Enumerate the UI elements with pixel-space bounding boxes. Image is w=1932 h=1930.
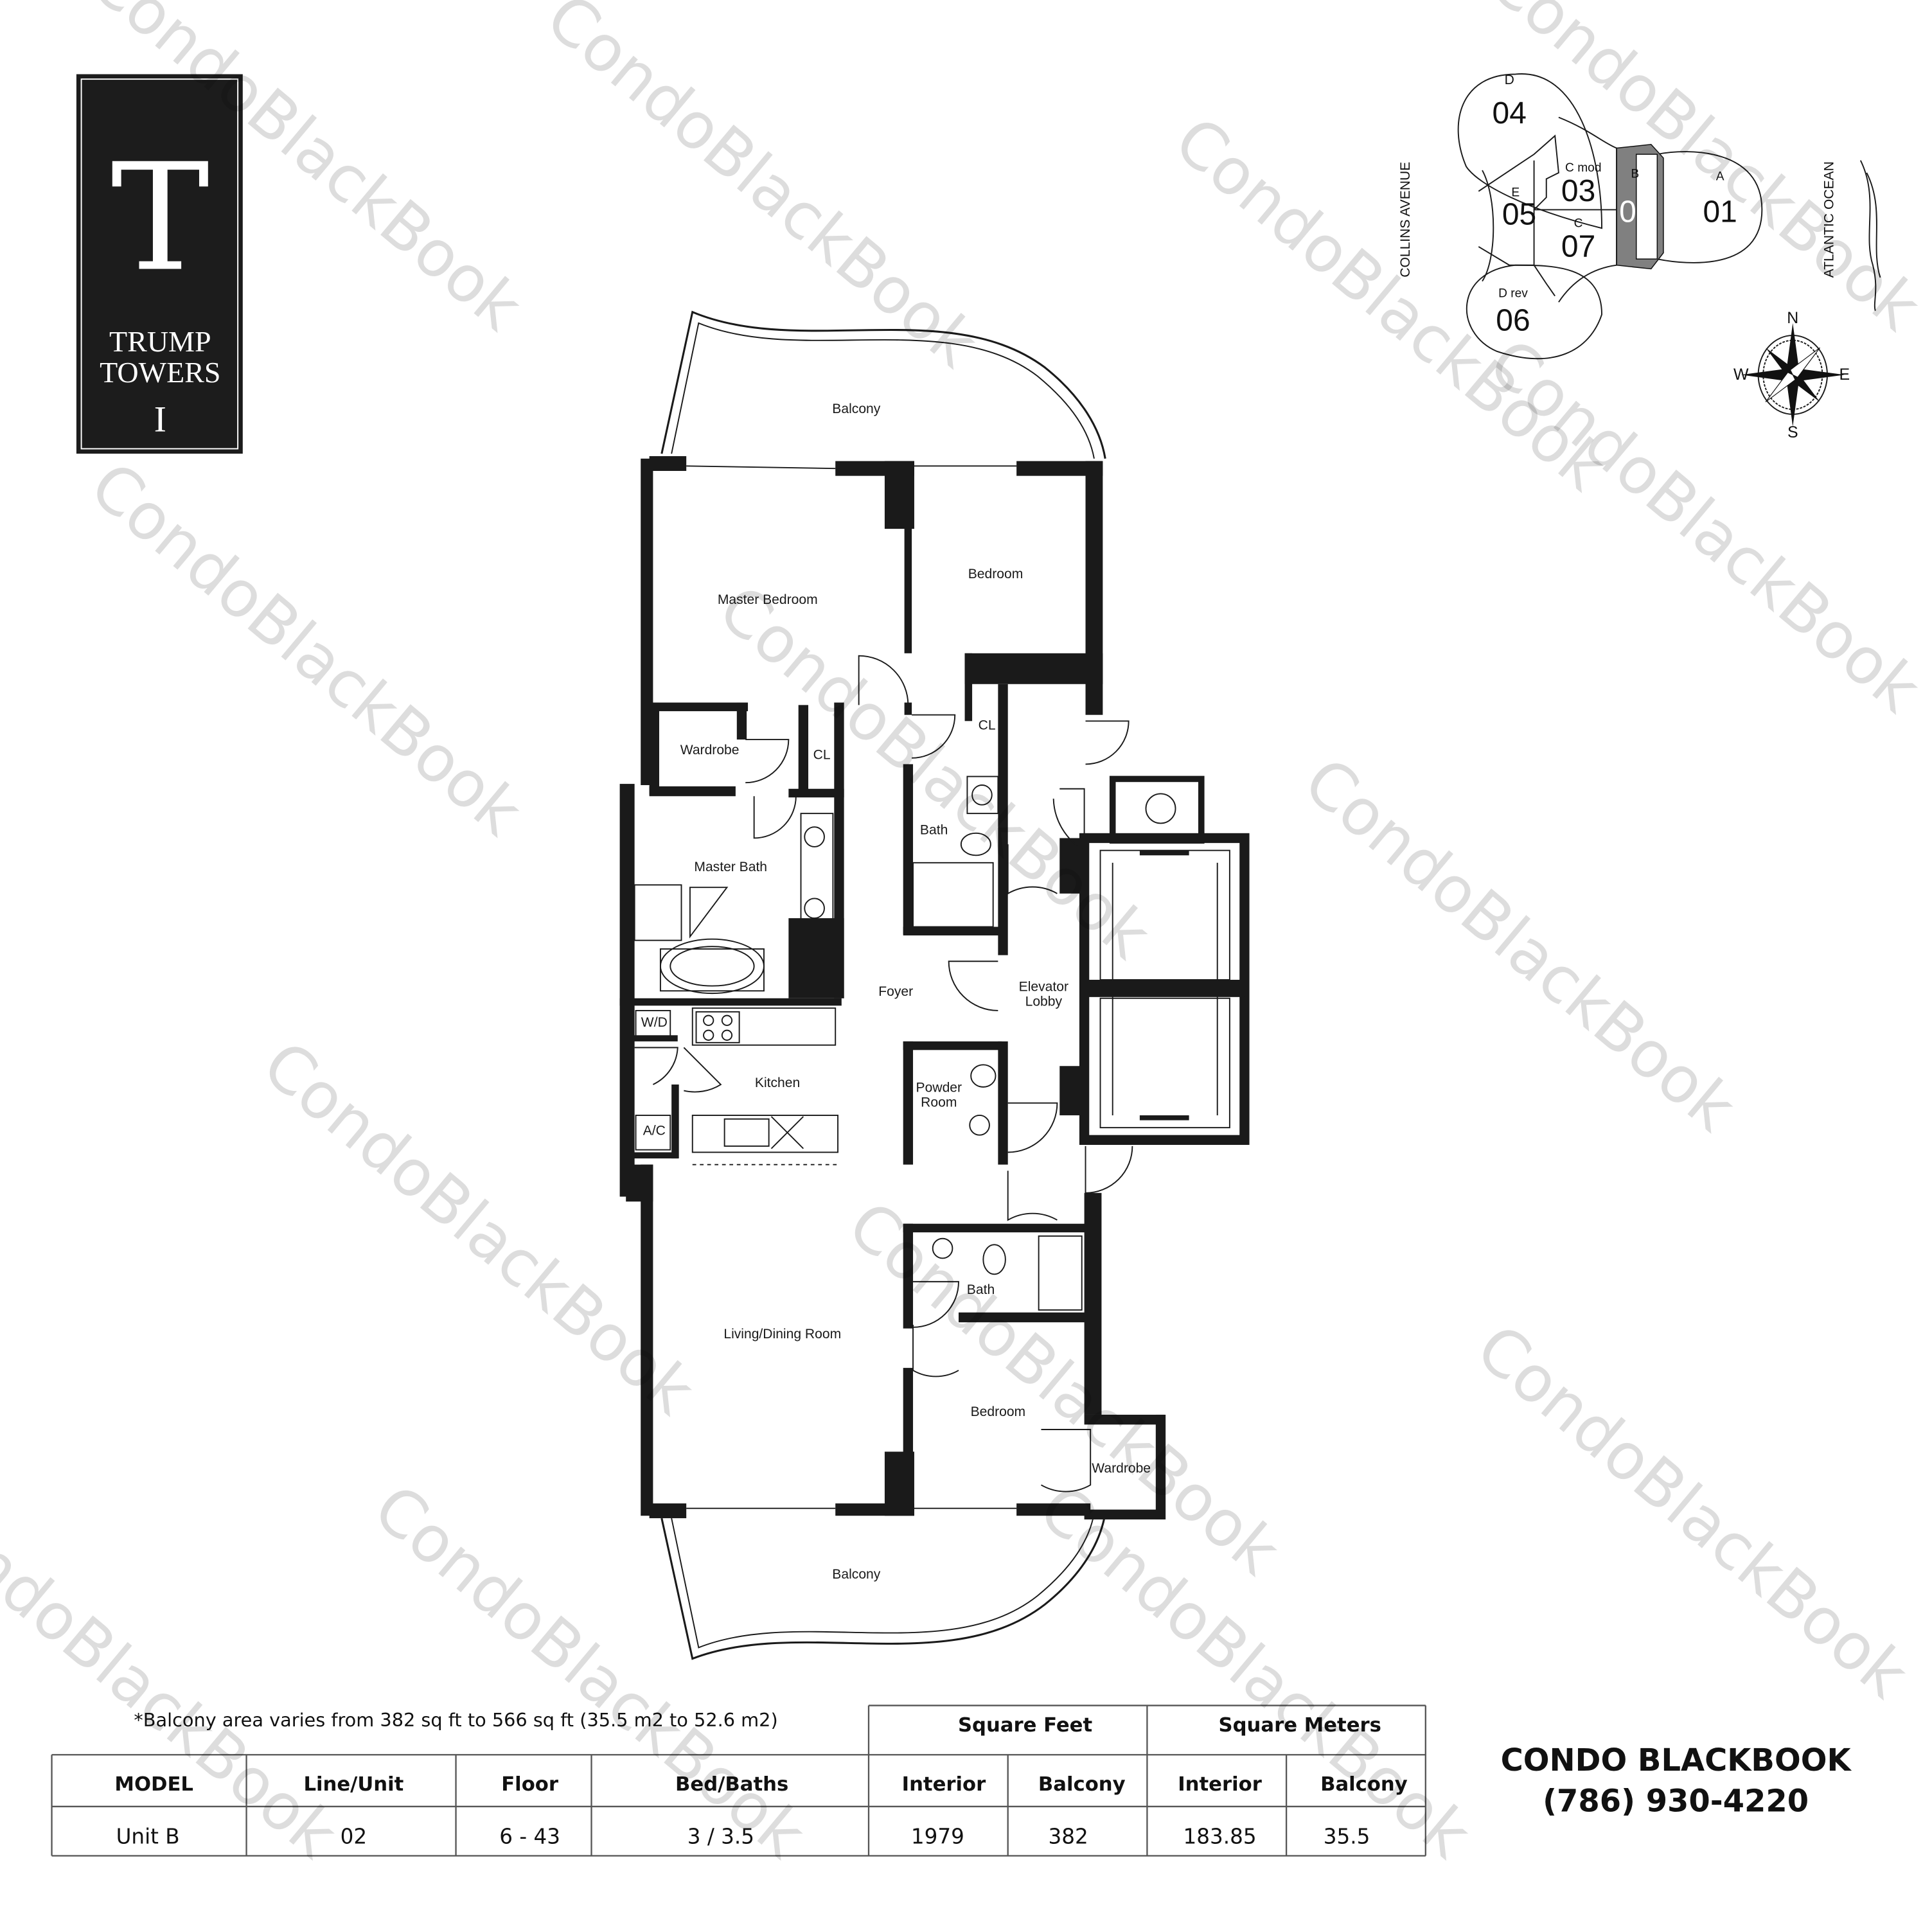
balcony-bottom-outline: [660, 1513, 1106, 1660]
room-label-wd: W/D: [641, 1015, 668, 1030]
svg-text:E: E: [1839, 366, 1850, 384]
svg-text:CondoBlackBook: CondoBlackBook: [1475, 324, 1932, 727]
svg-text:05: 05: [1502, 197, 1536, 231]
brand-phone: (786) 930-4220: [1543, 1784, 1809, 1819]
svg-text:CondoBlackBook: CondoBlackBook: [249, 1027, 709, 1430]
unit-spec-table: Square Feet Square Meters MODEL Line/Uni…: [51, 1704, 1426, 1857]
table-cell: 183.85: [1183, 1824, 1257, 1848]
svg-text:D rev: D rev: [1498, 287, 1528, 301]
column-header: MODEL: [114, 1773, 193, 1796]
svg-text:I: I: [154, 400, 166, 440]
svg-text:CondoBlackBook: CondoBlackBook: [532, 0, 992, 382]
svg-text:04: 04: [1493, 96, 1527, 130]
room-label-master-bedroom: Master Bedroom: [718, 592, 818, 607]
table-cell: 3 / 3.5: [687, 1824, 754, 1848]
svg-text:TOWERS: TOWERS: [100, 356, 220, 389]
svg-text:CondoBlackBook: CondoBlackBook: [360, 1470, 820, 1873]
svg-text:CondoBlackBook: CondoBlackBook: [1462, 1310, 1922, 1713]
collins-avenue-label: COLLINS AVENUE: [1398, 162, 1413, 278]
svg-text:CondoBlackBook: CondoBlackBook: [1290, 743, 1750, 1146]
svg-text:CONDO BLACKBOOK: CONDO BLACKBOOK: [1501, 1743, 1852, 1778]
walls: [619, 456, 1166, 1519]
svg-text:C mod: C mod: [1565, 161, 1601, 175]
watermarks: CondoBlackBook CondoBlackBook CondoBlack…: [0, 0, 1932, 1873]
compass-rose-icon: N S W E: [1733, 309, 1850, 441]
room-label-wardrobe-bottom: Wardrobe: [1092, 1461, 1151, 1476]
svg-text:TRUMP: TRUMP: [109, 325, 211, 358]
column-header: Interior: [902, 1773, 986, 1796]
svg-text:CondoBlackBook: CondoBlackBook: [1475, 0, 1932, 345]
room-labels: Balcony Master Bedroom Bedroom Wardrobe …: [641, 402, 1151, 1582]
svg-text:W: W: [1733, 366, 1749, 384]
room-label-elevator-lobby-line2: Lobby: [1025, 994, 1063, 1009]
svg-text:03: 03: [1561, 174, 1595, 208]
room-label-bedroom-top: Bedroom: [968, 567, 1024, 581]
svg-text:A: A: [1716, 170, 1724, 183]
key-plan: D 04 C mod 03 B 02 A 01 E 05 C 07 D rev …: [1398, 73, 1881, 360]
svg-text:C: C: [1574, 217, 1583, 230]
room-label-master-bath: Master Bath: [694, 860, 767, 874]
group-header-square-feet: Square Feet: [958, 1714, 1092, 1737]
svg-text:D: D: [1505, 73, 1514, 87]
atlantic-ocean-label: ATLANTIC OCEAN: [1822, 161, 1837, 278]
svg-text:B: B: [1631, 168, 1639, 181]
room-label-ac: A/C: [643, 1124, 666, 1138]
column-header: Balcony: [1320, 1773, 1408, 1796]
column-header: Line/Unit: [303, 1773, 403, 1796]
svg-text:06: 06: [1496, 303, 1530, 337]
column-header: Interior: [1178, 1773, 1262, 1796]
column-header: Balcony: [1038, 1773, 1126, 1796]
room-label-cl-hall: CL: [979, 718, 996, 733]
room-label-bath-bottom: Bath: [967, 1282, 995, 1297]
room-label-bedroom-bottom: Bedroom: [971, 1404, 1026, 1419]
column-header: Floor: [501, 1773, 559, 1796]
svg-text:01: 01: [1703, 195, 1737, 229]
doors: [634, 655, 1133, 1492]
room-label-kitchen: Kitchen: [755, 1076, 800, 1090]
room-label-powder-room-line2: Room: [921, 1095, 957, 1110]
table-cell: Unit B: [116, 1824, 180, 1848]
room-label-foyer: Foyer: [878, 984, 913, 999]
table-cell: 382: [1049, 1824, 1088, 1848]
svg-text:S: S: [1787, 423, 1798, 441]
group-header-square-meters: Square Meters: [1219, 1714, 1381, 1737]
svg-text:E: E: [1511, 186, 1520, 199]
balcony-note: *Balcony area varies from 382 sq ft to 5…: [134, 1709, 777, 1731]
room-label-balcony-top: Balcony: [832, 402, 880, 416]
svg-text:02: 02: [1619, 195, 1653, 229]
trump-towers-logo: T TRUMP TOWERS I: [76, 74, 243, 454]
room-label-elevator-lobby-line1: Elevator: [1019, 979, 1068, 994]
table-cell: 1979: [911, 1824, 964, 1848]
room-label-cl: CL: [813, 748, 831, 763]
room-label-living-dining: Living/Dining Room: [723, 1327, 841, 1341]
balcony-top-outline: [660, 310, 1106, 459]
table-cell: 6 - 43: [499, 1824, 560, 1848]
condo-blackbook-brand: CONDO BLACKBOOK (786) 930-4220: [1501, 1743, 1852, 1819]
fixtures: [634, 775, 1083, 1311]
svg-text:CondoBlackBook: CondoBlackBook: [0, 1470, 351, 1873]
table-cell: 35.5: [1324, 1824, 1370, 1848]
svg-text:N: N: [1787, 309, 1798, 327]
svg-text:T: T: [111, 132, 209, 304]
room-label-wardrobe: Wardrobe: [680, 743, 740, 757]
room-label-balcony-bottom: Balcony: [832, 1567, 880, 1582]
table-cell: 02: [341, 1824, 367, 1848]
room-label-powder-room-line1: Powder: [916, 1081, 962, 1095]
svg-text:07: 07: [1561, 229, 1595, 263]
column-header: Bed/Baths: [675, 1773, 788, 1796]
elevator-core: [1079, 775, 1250, 1145]
room-label-bath-top: Bath: [920, 823, 948, 838]
svg-text:CondoBlackBook: CondoBlackBook: [76, 447, 536, 850]
